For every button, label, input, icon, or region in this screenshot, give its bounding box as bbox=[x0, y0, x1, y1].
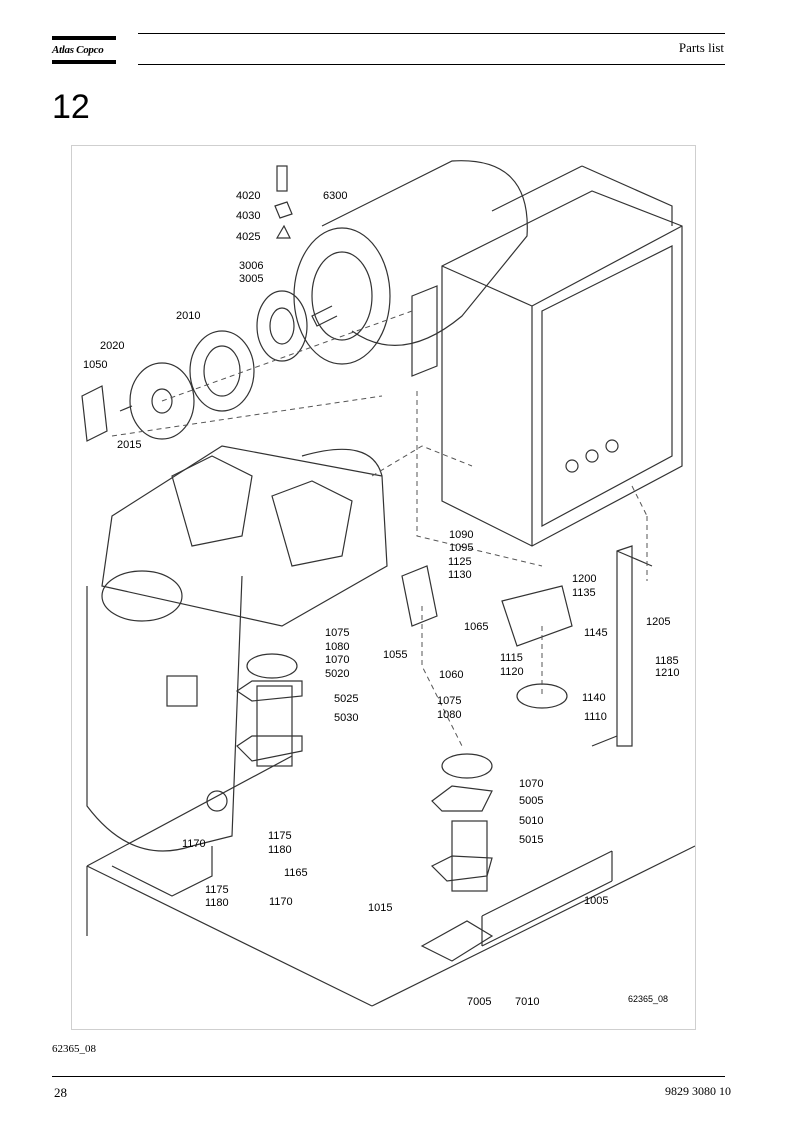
part-label: 1210 bbox=[655, 667, 680, 679]
part-label: 4030 bbox=[236, 210, 261, 222]
footer-rule bbox=[52, 1076, 725, 1077]
document-number: 9829 3080 10 bbox=[665, 1084, 731, 1098]
part-label: 4020 bbox=[236, 190, 261, 202]
part-label: 1135 bbox=[572, 587, 596, 599]
part-label: 1095 bbox=[449, 542, 474, 554]
part-label: 5015 bbox=[519, 834, 544, 846]
part-label: 1015 bbox=[368, 902, 393, 914]
part-label: 1070 bbox=[519, 778, 544, 790]
part-label: 1165 bbox=[284, 867, 308, 879]
part-label: 4025 bbox=[236, 231, 261, 243]
part-label: 5025 bbox=[334, 693, 359, 705]
section-number: 12 bbox=[52, 88, 90, 126]
part-label: 1175 bbox=[205, 884, 229, 896]
part-label: 7005 bbox=[467, 996, 492, 1008]
part-label: 5005 bbox=[519, 795, 544, 807]
part-label: 7010 bbox=[515, 996, 540, 1008]
part-label: 1185 bbox=[655, 655, 679, 667]
part-label: 1125 bbox=[448, 556, 472, 568]
part-label: 1055 bbox=[383, 649, 408, 661]
part-label: 1205 bbox=[646, 616, 671, 628]
page-number: 28 bbox=[54, 1085, 67, 1100]
part-label: 1075 bbox=[437, 695, 462, 707]
part-label: 3006 bbox=[239, 260, 264, 272]
part-label: 5030 bbox=[334, 712, 359, 724]
part-label: 1145 bbox=[584, 627, 608, 639]
figure-code: 62365_08 bbox=[628, 994, 669, 1004]
header-title: Parts list bbox=[678, 40, 724, 55]
exploded-parts-drawing: 4020 4030 4025 6300 3006 3005 2010 2020 … bbox=[71, 145, 696, 1030]
figure-caption: 62365_08 bbox=[52, 1043, 96, 1055]
part-label: 1170 bbox=[269, 896, 293, 908]
part-label: 1060 bbox=[439, 669, 464, 681]
header-rule-top bbox=[138, 33, 725, 34]
part-label: 1130 bbox=[448, 569, 472, 581]
part-label: 2010 bbox=[176, 310, 201, 322]
part-label: 1120 bbox=[500, 666, 524, 678]
part-label: 1110 bbox=[584, 711, 607, 723]
part-label: 1080 bbox=[437, 709, 462, 721]
drawing-artwork bbox=[81, 160, 695, 1007]
part-label: 1075 bbox=[325, 627, 350, 639]
header-rule-bottom bbox=[138, 64, 725, 65]
part-label: 1115 bbox=[500, 652, 523, 664]
part-label: 1005 bbox=[584, 895, 609, 907]
part-label: 2015 bbox=[117, 439, 142, 451]
part-label: 1180 bbox=[268, 844, 292, 856]
part-label: 3005 bbox=[239, 273, 264, 285]
part-label: 1050 bbox=[83, 359, 108, 371]
part-label: 1140 bbox=[582, 692, 606, 704]
atlas-copco-logo: Atlas Copco bbox=[52, 36, 116, 64]
part-label: 1175 bbox=[268, 830, 292, 842]
part-label: 5020 bbox=[325, 668, 350, 680]
part-label: 2020 bbox=[100, 340, 125, 352]
part-label: 1070 bbox=[325, 654, 350, 666]
part-label: 5010 bbox=[519, 815, 544, 827]
part-label: 1170 bbox=[182, 838, 206, 850]
part-label: 1065 bbox=[464, 621, 489, 633]
part-label: 1180 bbox=[205, 897, 229, 909]
part-label: 6300 bbox=[323, 190, 348, 202]
part-label: 1090 bbox=[449, 529, 474, 541]
part-label: 1080 bbox=[325, 641, 350, 653]
part-label: 1200 bbox=[572, 573, 597, 585]
